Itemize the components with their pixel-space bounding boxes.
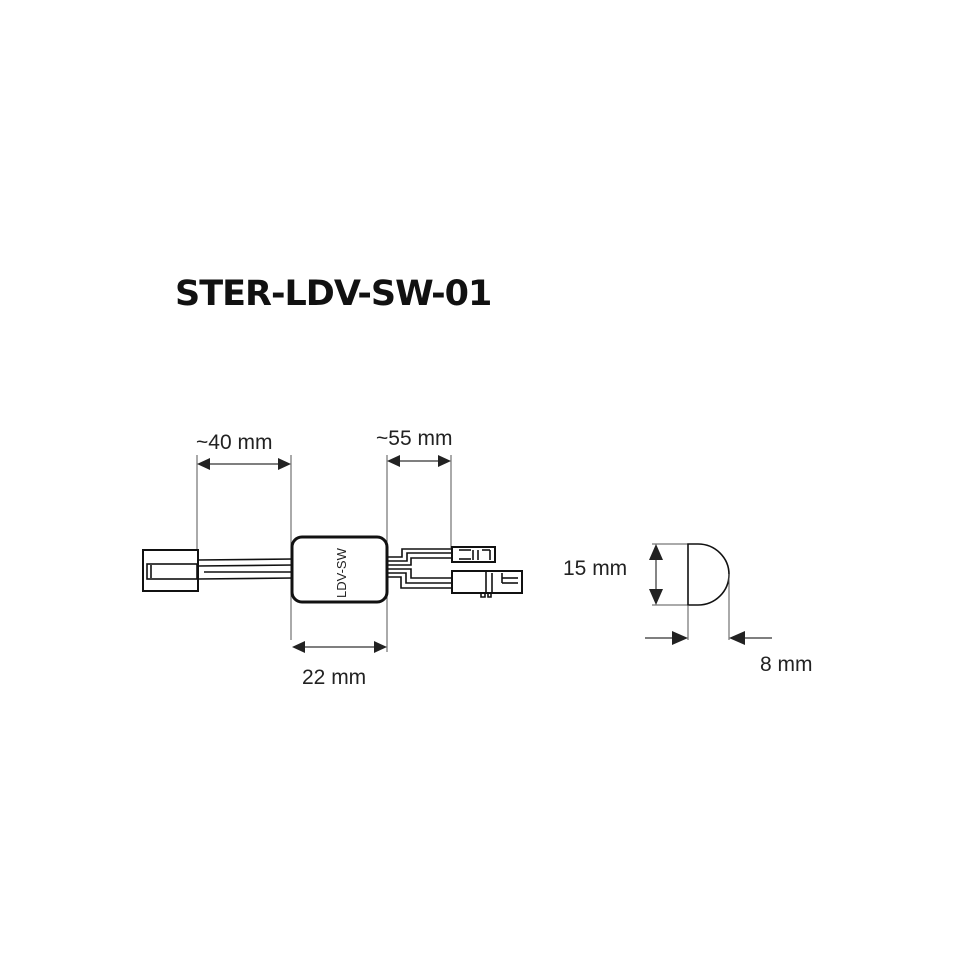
dimension-left-cable: ~40 mm — [196, 431, 292, 640]
dimension-label-module-length: 22 mm — [302, 666, 366, 689]
arrow-head-icon — [649, 589, 663, 605]
left-connector — [142, 549, 199, 592]
left-cable-wires — [197, 558, 294, 580]
arrow-head-icon — [292, 641, 305, 653]
arrow-head-icon — [278, 458, 291, 470]
arrow-head-icon — [387, 455, 400, 467]
dimension-module-length: 22 mm — [292, 641, 387, 689]
right-connector-large — [451, 570, 523, 598]
sensor-cap-profile — [652, 543, 730, 640]
right-cable-wires — [387, 548, 452, 589]
dimension-cap-depth: 8 mm — [645, 631, 813, 676]
arrow-head-icon — [438, 455, 451, 467]
product-title: STER-LDV-SW-01 — [175, 274, 491, 314]
dimension-label-right-cable: ~55 mm — [376, 427, 452, 450]
arrow-head-icon — [672, 631, 688, 645]
module-body: LDV-SW — [290, 535, 389, 604]
module-label: LDV-SW — [334, 547, 349, 598]
arrow-head-icon — [729, 631, 745, 645]
right-connector-small — [451, 546, 496, 563]
dimension-label-cap-height: 15 mm — [563, 557, 627, 580]
dimension-label-cap-depth: 8 mm — [760, 653, 813, 676]
dimension-right-cable: ~55 mm — [376, 427, 452, 652]
arrow-head-icon — [374, 641, 387, 653]
dimension-cap-height: 15 mm — [563, 544, 663, 605]
arrow-head-icon — [649, 544, 663, 560]
dimension-label-left-cable: ~40 mm — [196, 431, 272, 454]
arrow-head-icon — [197, 458, 210, 470]
